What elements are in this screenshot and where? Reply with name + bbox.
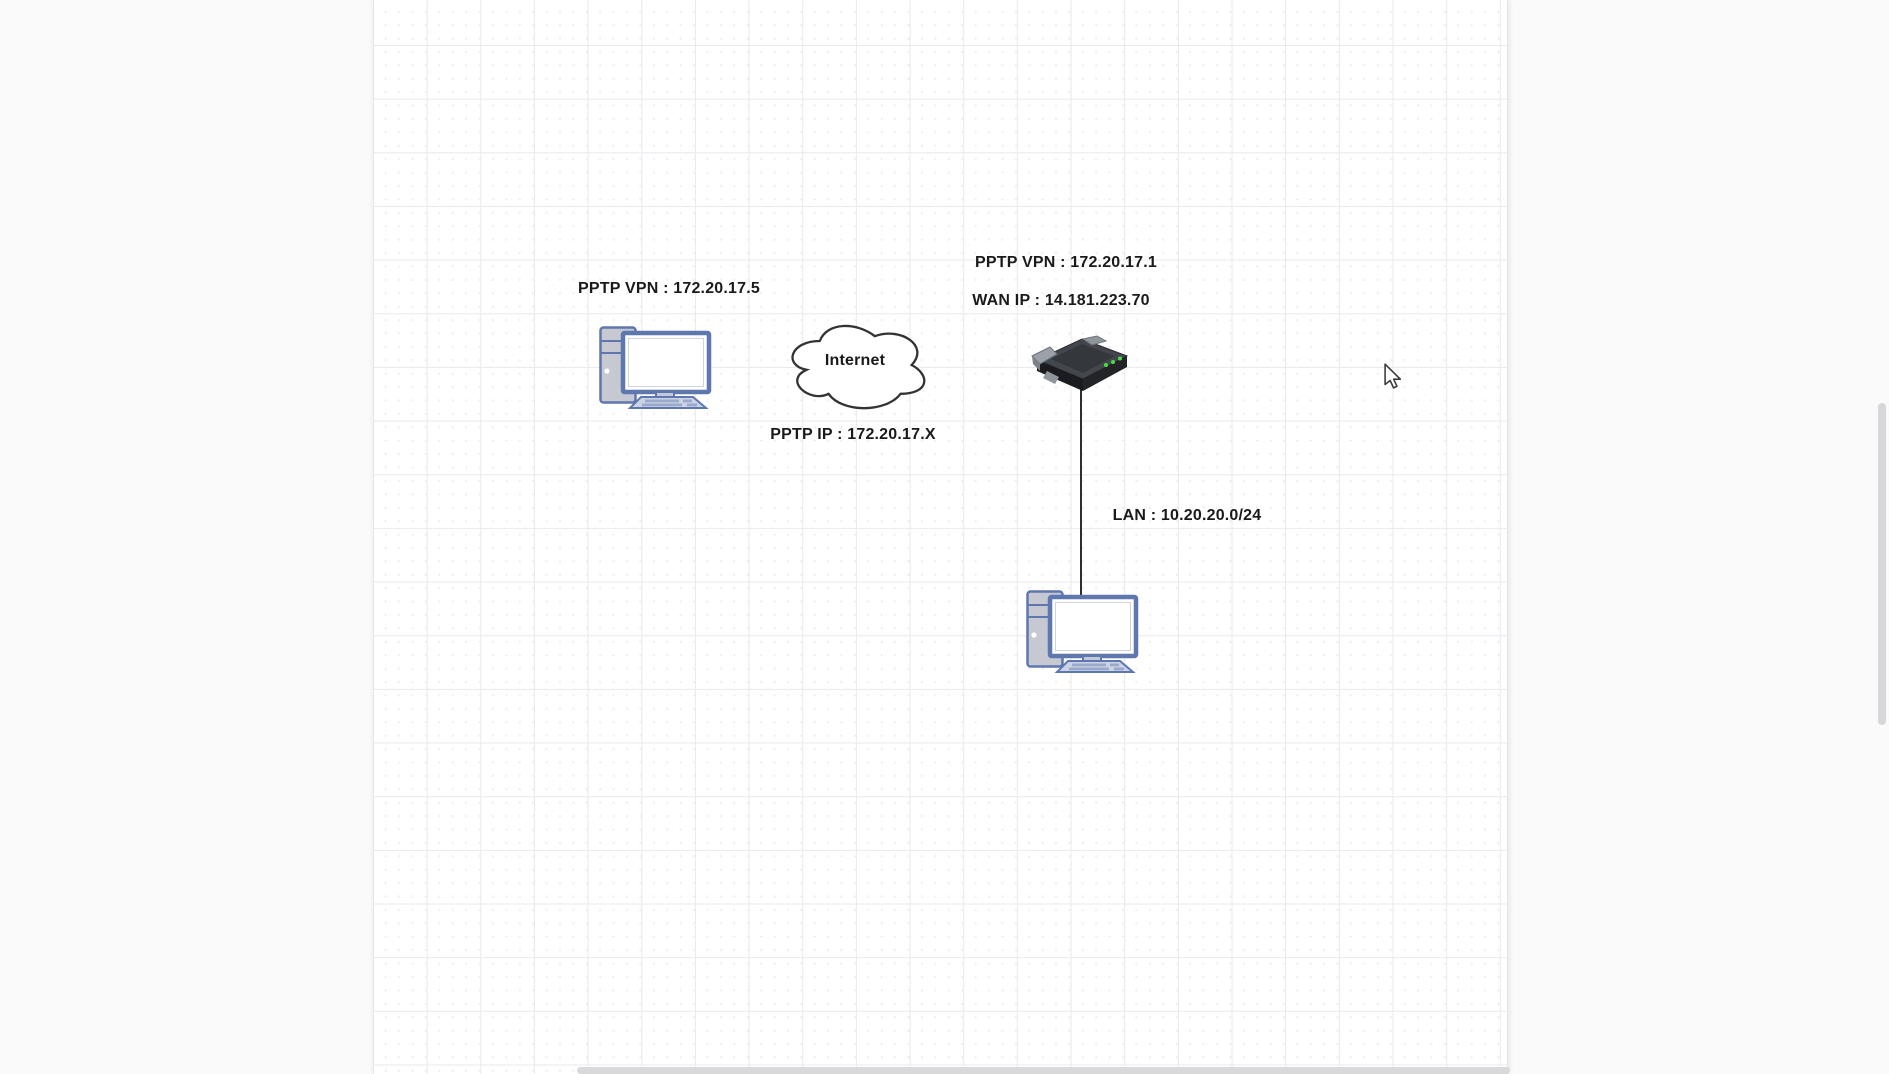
- mouse-cursor-icon: [1383, 363, 1403, 389]
- pptp-ip-label[interactable]: PPTP IP : 172.20.17.X: [770, 426, 936, 443]
- cloud-icon: [783, 317, 930, 413]
- router-to-lanpc-edge[interactable]: [1080, 384, 1082, 596]
- router-wan-ip-label[interactable]: WAN IP : 14.181.223.70: [972, 292, 1150, 309]
- lan-pc-node[interactable]: [1024, 584, 1139, 674]
- internet-cloud-label[interactable]: Internet: [824, 352, 886, 369]
- computer-icon: [1024, 584, 1139, 674]
- client-pc-label[interactable]: PPTP VPN : 172.20.17.5: [578, 280, 760, 297]
- client-pc-node[interactable]: [597, 320, 712, 410]
- horizontal-scrollbar-thumb[interactable]: [577, 1067, 1510, 1074]
- diagram-page-canvas[interactable]: [373, 0, 1508, 1074]
- vertical-scrollbar-thumb[interactable]: [1878, 403, 1886, 725]
- computer-icon: [597, 320, 712, 410]
- internet-cloud-node[interactable]: [783, 317, 930, 413]
- router-pptp-vpn-label[interactable]: PPTP VPN : 172.20.17.1: [975, 254, 1157, 271]
- lan-subnet-label[interactable]: LAN : 10.20.20.0/24: [1112, 507, 1262, 524]
- router-node[interactable]: [1027, 333, 1135, 395]
- router-icon: [1027, 333, 1135, 395]
